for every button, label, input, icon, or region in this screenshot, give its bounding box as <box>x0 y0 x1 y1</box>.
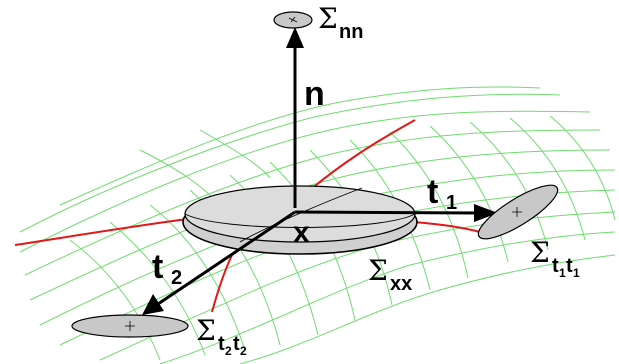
normal-arrow <box>286 27 304 208</box>
tangent2-label: t 2 <box>152 248 182 289</box>
sigma-xx-symbol: Σ <box>368 254 388 287</box>
sigma-t1t1-label: Σ t 1 t 1 <box>530 236 580 280</box>
sigma-t2t2-sub-a: t <box>218 333 225 355</box>
sigma-t1t1-sub-b: t <box>566 255 573 277</box>
sigma-nn-symbol: Σ <box>318 2 338 35</box>
tangent2-label-main: t <box>152 248 163 286</box>
normal-label: n <box>304 75 325 113</box>
sigma-t1t1-ellipse <box>477 184 559 240</box>
sigma-t1t1-sub-b-index: 1 <box>573 266 580 280</box>
sigma-t1t1-sub-a-index: 1 <box>559 266 566 280</box>
sigma-xx-subscript: xx <box>390 273 412 295</box>
curve-t2-direction-lower <box>211 254 233 313</box>
tangent1-arrow <box>294 204 498 222</box>
sigma-nn-subscript: nn <box>339 21 363 43</box>
sigma-t2t2-sub-b: t <box>233 333 240 355</box>
sigma-t1t1-symbol: Σ <box>530 236 550 269</box>
sigma-nn-label: Σ nn <box>318 2 363 43</box>
sigma-t2t2-label: Σ t 2 t 2 <box>196 314 247 358</box>
sigma-t2t2-sub-b-index: 2 <box>240 344 247 358</box>
sigma-t2t2-sub-a-index: 2 <box>225 344 232 358</box>
sigma-t2t2-symbol: Σ <box>196 314 216 347</box>
curve-t2-direction-upper <box>309 119 416 191</box>
tangent2-label-sub: 2 <box>171 267 182 289</box>
curve-t1-direction-right <box>411 221 481 233</box>
tangent1-label-sub: 1 <box>446 192 457 214</box>
tangent2-arrow <box>142 210 296 315</box>
sigma-t2t2-ellipse <box>71 314 189 338</box>
point-label: x <box>293 216 310 249</box>
tangent1-label: t 1 <box>427 173 457 214</box>
sigma-xx-ellipsoid <box>182 185 418 255</box>
principal-curves <box>14 119 481 313</box>
tangent1-label-main: t <box>427 173 438 211</box>
sigma-xx-label: Σ xx <box>368 254 412 295</box>
sigma-nn-ellipse <box>273 11 313 29</box>
sigma-t1t1-sub-a: t <box>552 255 559 277</box>
curve-t1-direction <box>14 217 196 246</box>
